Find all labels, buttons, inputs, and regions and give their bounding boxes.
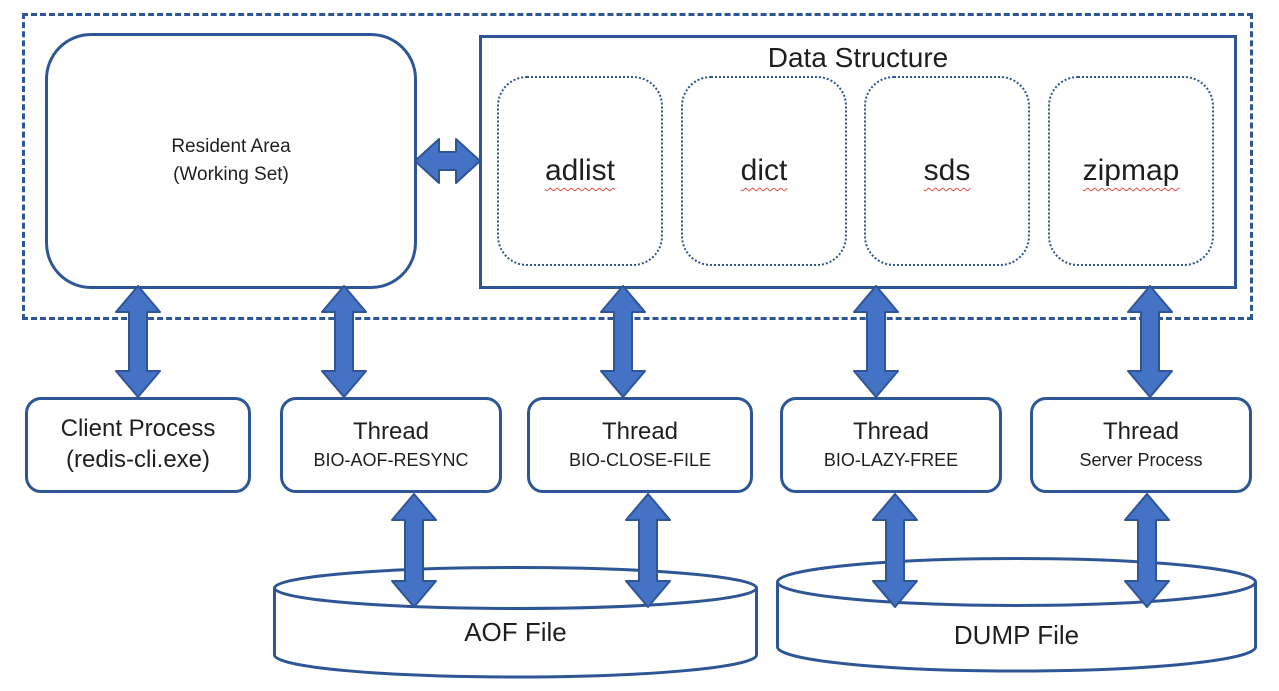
bidirectional-arrow-icon: [391, 493, 437, 608]
bidirectional-arrow-icon: [115, 285, 161, 398]
thread-server-process-box: Thread Server Process: [1030, 397, 1252, 493]
thread-bio-aof-resync-box: Thread BIO-AOF-RESYNC: [280, 397, 502, 493]
bidirectional-arrow-icon: [625, 493, 671, 608]
resident-area-label-line2: (Working Set): [173, 164, 289, 185]
thread-label: Thread: [601, 418, 679, 445]
memory-boundary-dashed-box: [22, 13, 1253, 320]
thread-sublabel: BIO-LAZY-FREE: [823, 450, 959, 470]
data-structure-item-adlist: adlist: [497, 76, 663, 266]
thread-bio-lazy-free-box: Thread BIO-LAZY-FREE: [780, 397, 1002, 493]
resident-area-box: Resident Area (Working Set): [45, 33, 417, 289]
data-structure-box: Data Structure adlist dict sds zipmap: [479, 35, 1237, 289]
bidirectional-arrow-icon: [600, 285, 646, 398]
data-structure-item-dict: dict: [681, 76, 847, 266]
client-process-label: Client Process: [60, 415, 216, 442]
adlist-label: adlist: [544, 154, 616, 187]
thread-sublabel: Server Process: [1079, 450, 1203, 470]
aof-file-label: AOF File: [464, 617, 567, 647]
zipmap-label: zipmap: [1082, 154, 1180, 187]
dict-label: dict: [740, 154, 788, 187]
bidirectional-arrow-icon: [1124, 493, 1170, 608]
data-structure-item-zipmap: zipmap: [1048, 76, 1214, 266]
data-structure-title: Data Structure: [767, 42, 949, 73]
thread-label: Thread: [352, 418, 430, 445]
thread-sublabel: BIO-AOF-RESYNC: [313, 450, 469, 470]
client-process-sublabel: (redis-cli.exe): [65, 446, 211, 473]
bidirectional-arrow-icon: [872, 493, 918, 608]
data-structure-item-sds: sds: [864, 76, 1030, 266]
thread-label: Thread: [852, 418, 930, 445]
bidirectional-arrow-icon: [853, 285, 899, 398]
bidirectional-arrow-icon: [414, 138, 481, 184]
thread-bio-close-file-box: Thread BIO-CLOSE-FILE: [527, 397, 753, 493]
aof-file-cylinder: [273, 566, 758, 679]
thread-label: Thread: [1102, 418, 1180, 445]
thread-sublabel: BIO-CLOSE-FILE: [568, 450, 712, 470]
dump-file-cylinder: [776, 557, 1257, 673]
sds-label: sds: [923, 154, 971, 187]
resident-area-label-line1: Resident Area: [171, 136, 291, 157]
bidirectional-arrow-icon: [321, 285, 367, 398]
client-process-box: Client Process (redis-cli.exe): [25, 397, 251, 493]
dump-file-label: DUMP File: [953, 620, 1080, 650]
bidirectional-arrow-icon: [1127, 285, 1173, 398]
